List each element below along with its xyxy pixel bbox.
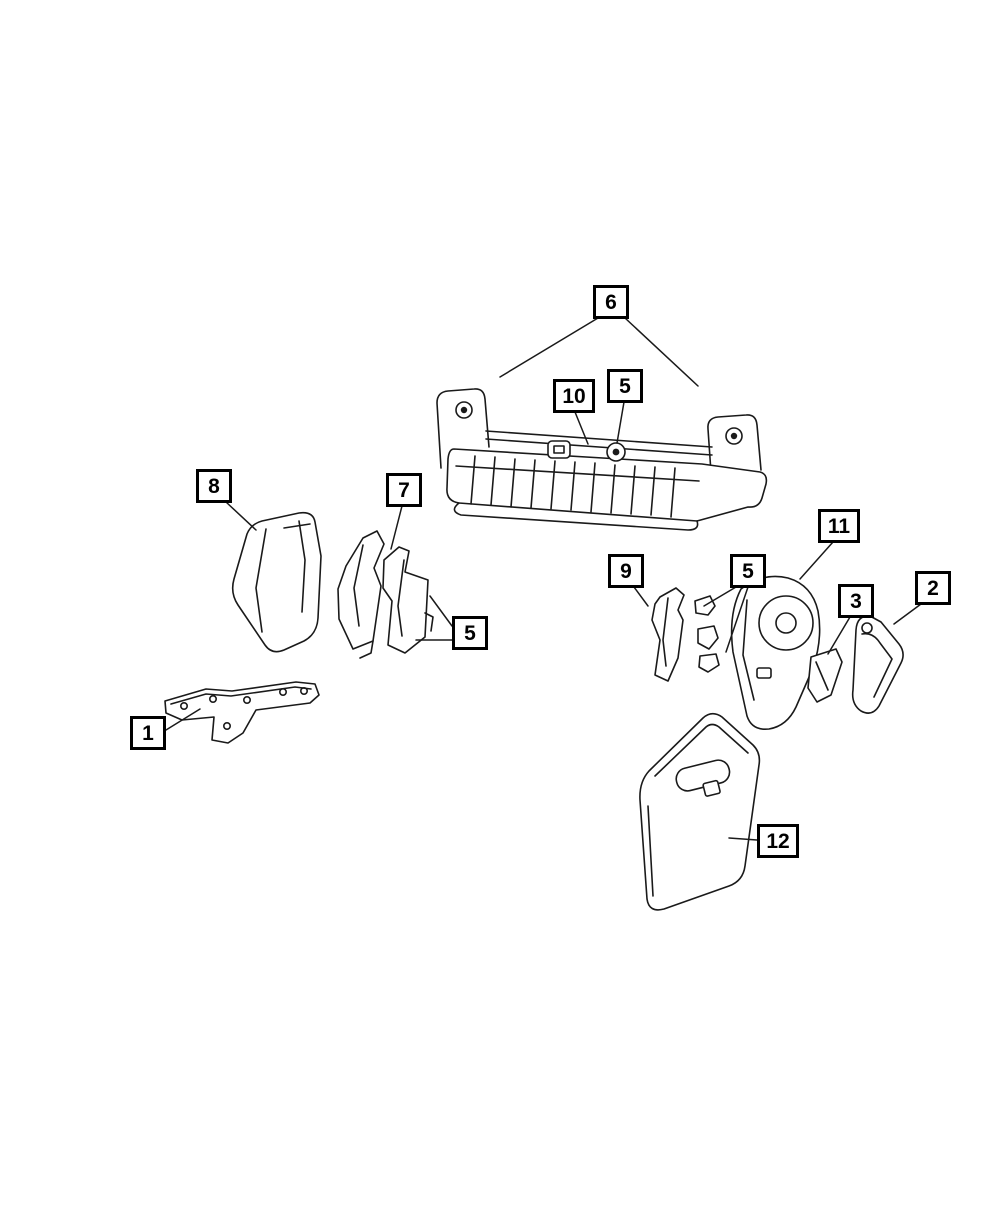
pivot-bracket-part: [651, 587, 685, 682]
callout-1[interactable]: 1: [130, 716, 166, 750]
callout-11[interactable]: 11: [818, 509, 860, 543]
adapter-plate-part: [164, 681, 320, 744]
callout-5-right[interactable]: 5: [730, 554, 766, 588]
callout-2[interactable]: 2: [915, 571, 951, 605]
callout-6[interactable]: 6: [593, 285, 629, 319]
callout-5-left[interactable]: 5: [452, 616, 488, 650]
handle-lever-part: [851, 615, 904, 714]
callout-10[interactable]: 10: [553, 379, 595, 413]
callout-7[interactable]: 7: [386, 473, 422, 507]
side-shield-recliner-part: [730, 575, 821, 731]
backrest-shield-part: [231, 511, 322, 653]
callout-8[interactable]: 8: [196, 469, 232, 503]
callout-5-top[interactable]: 5: [607, 369, 643, 403]
callout-12[interactable]: 12: [757, 824, 799, 858]
seat-back-frame-part: [436, 388, 768, 531]
callout-3[interactable]: 3: [838, 584, 874, 618]
lower-shield-panel-part: [639, 712, 761, 911]
callout-leader-lines: [165, 317, 922, 841]
spacer-part: [807, 648, 843, 703]
recliner-bracket-part: [337, 530, 434, 659]
fastener-clips-part: [694, 595, 720, 673]
callout-9[interactable]: 9: [608, 554, 644, 588]
